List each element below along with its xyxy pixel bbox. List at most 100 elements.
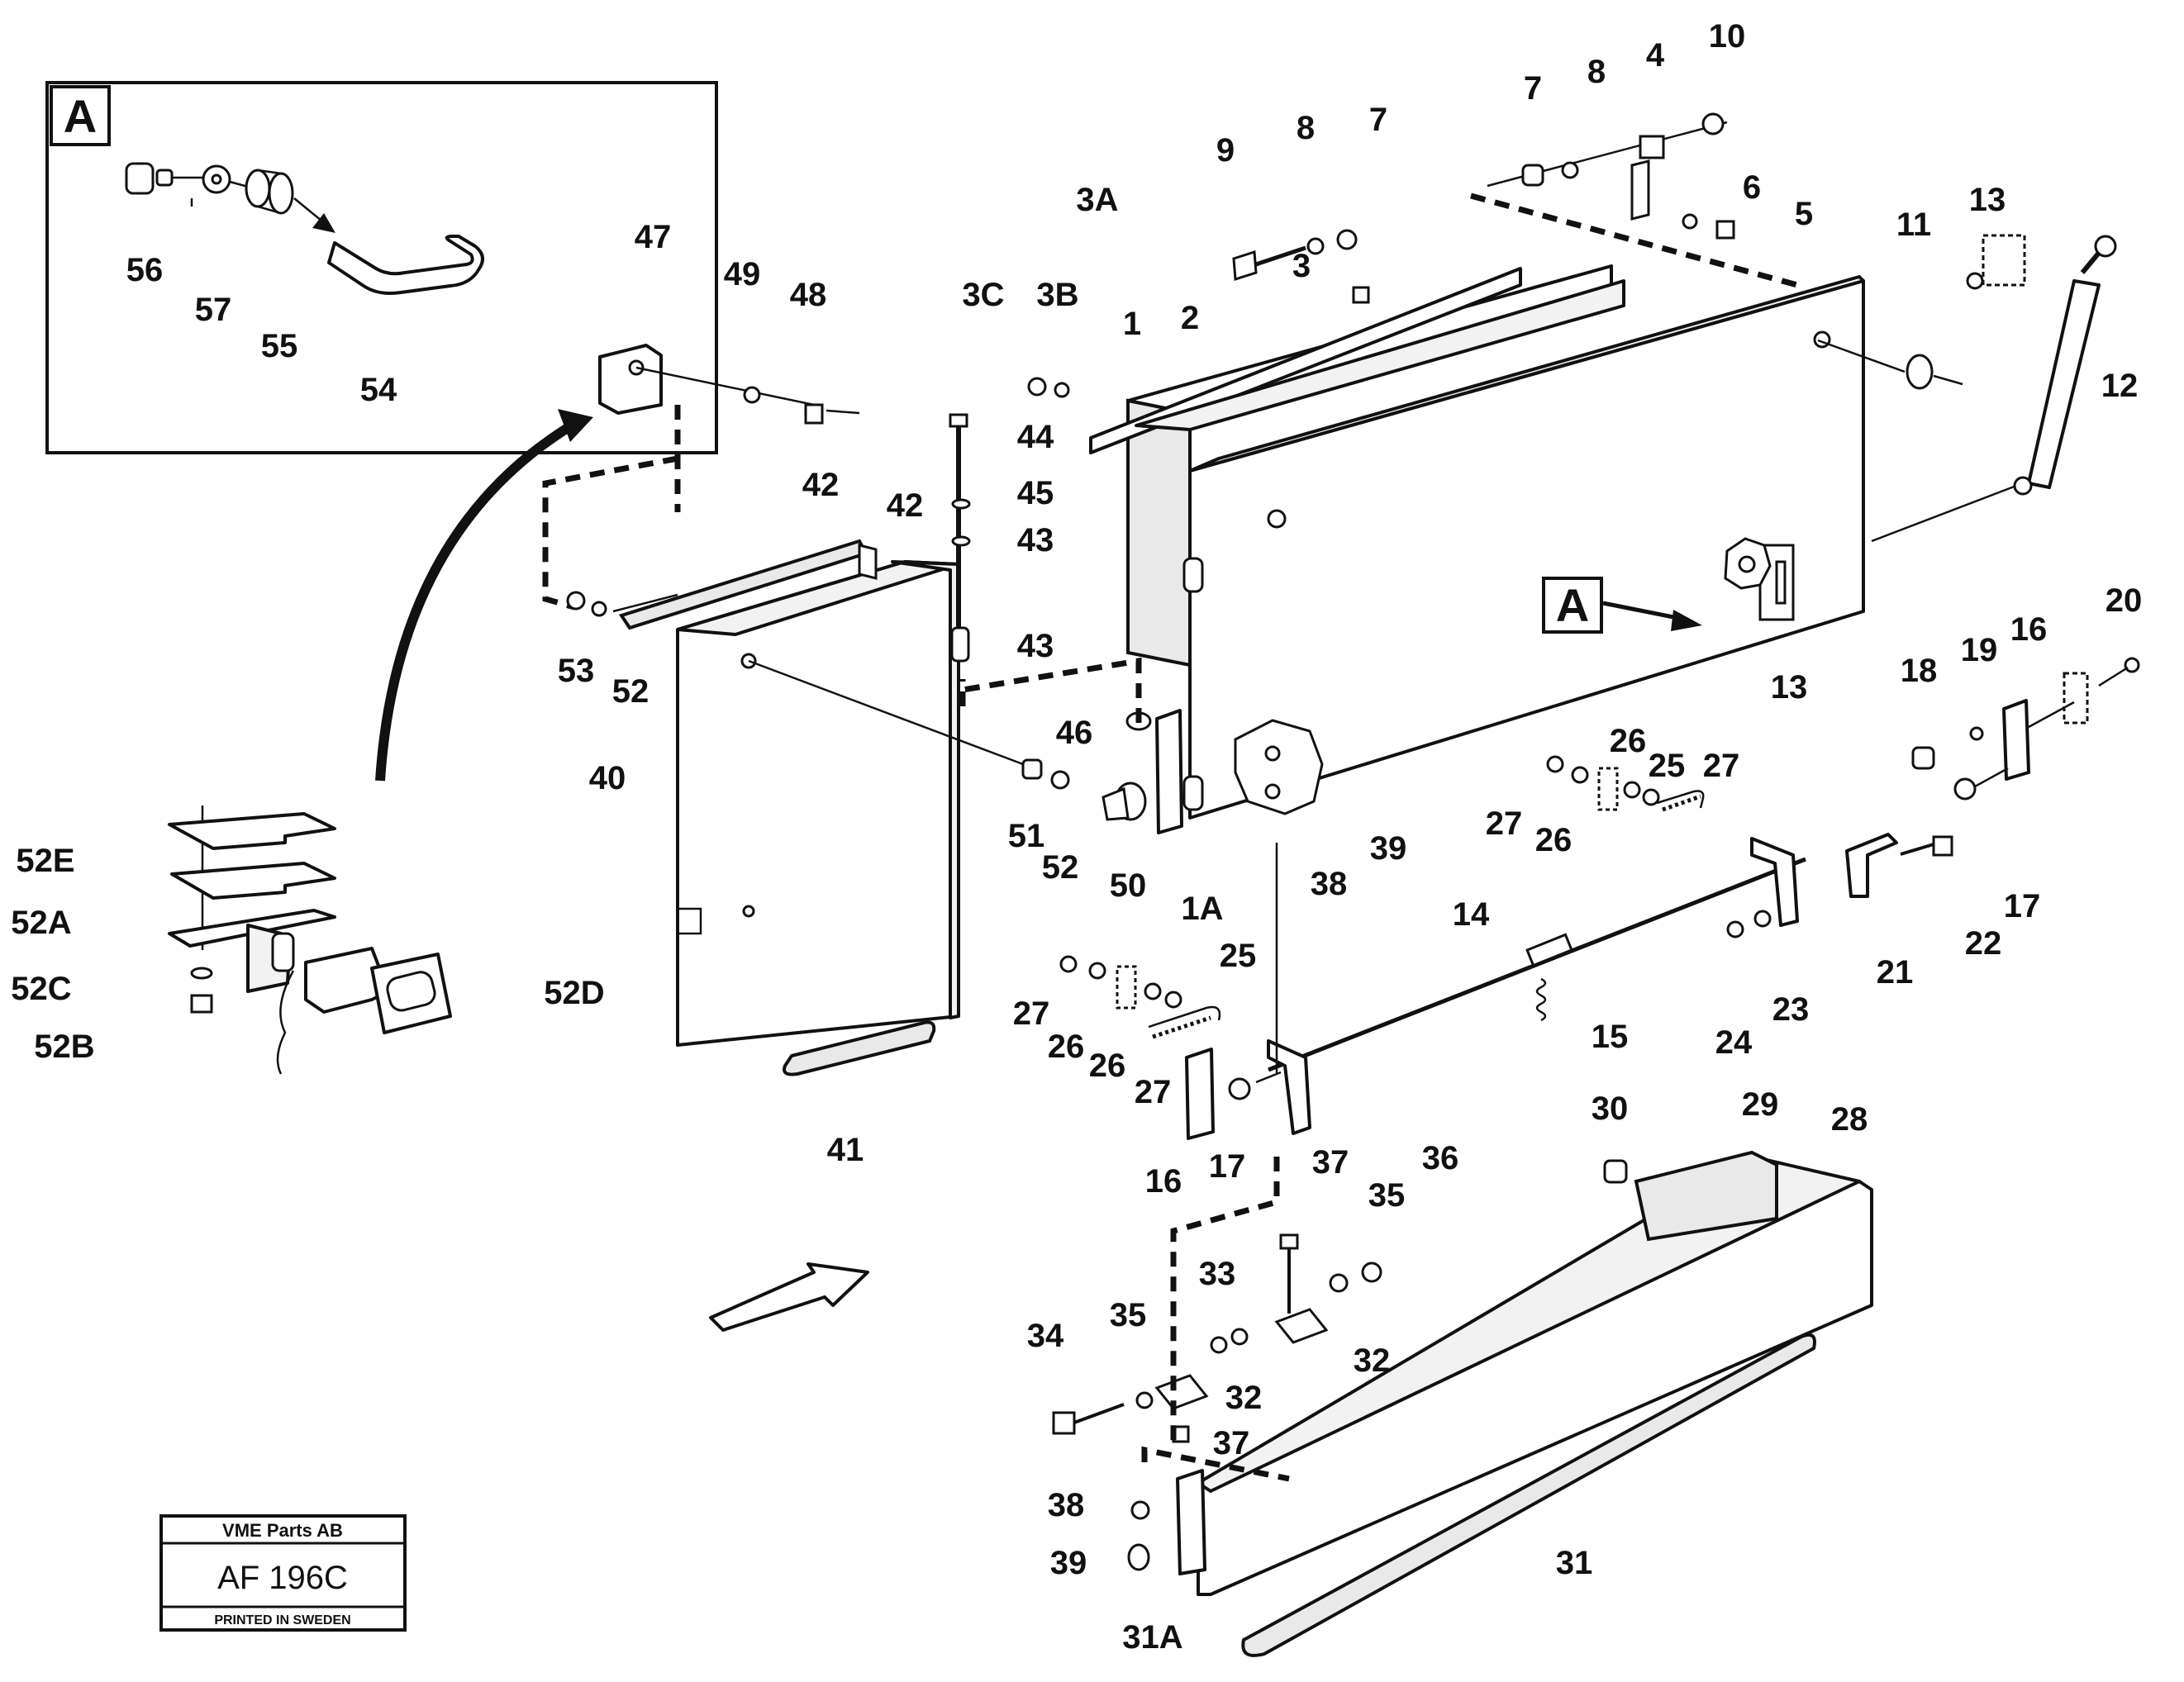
part-label: 16 <box>2010 611 2048 648</box>
part-label: 25 <box>1220 938 1257 974</box>
part-label: 36 <box>1422 1140 1459 1176</box>
part-label: 15 <box>1592 1019 1629 1055</box>
part-label: 27 <box>1013 995 1050 1032</box>
part-label: 39 <box>1370 830 1407 867</box>
part-label: 26 <box>1535 822 1573 858</box>
part-label: 57 <box>195 292 232 328</box>
part-label: 42 <box>887 487 924 524</box>
part-label: 42 <box>802 467 840 503</box>
part-label: 13 <box>1771 669 1808 706</box>
part-label: 51 <box>1008 818 1045 854</box>
part-label: 35 <box>1110 1297 1147 1333</box>
part-label: 37 <box>1312 1144 1349 1181</box>
part-label: 40 <box>589 760 626 796</box>
part-label: 26 <box>1048 1029 1085 1065</box>
stamp-code: AF 196C <box>217 1560 348 1596</box>
part-label: 52 <box>1042 849 1079 886</box>
plate-detail-52 <box>168 805 452 1075</box>
part-label: 43 <box>1017 522 1054 558</box>
part-label: 49 <box>724 256 761 292</box>
left-panel <box>618 539 960 1047</box>
part-label: 52A <box>11 905 71 941</box>
part-label: 21 <box>1877 954 1914 991</box>
part-label: 50 <box>1110 867 1147 904</box>
part-label: 31 <box>1556 1545 1593 1581</box>
part-label: 10 <box>1709 18 1746 55</box>
part-label: 4 <box>1646 37 1665 74</box>
part-label: 8 <box>1587 54 1606 90</box>
lock-rod-assembly <box>1267 833 1953 1135</box>
part-label: 8 <box>1297 110 1315 146</box>
part-label: 25 <box>1649 748 1686 784</box>
part-label: 7 <box>1524 70 1542 107</box>
part-label: 19 <box>1961 632 1998 668</box>
part-label: 45 <box>1017 475 1054 511</box>
part-label: 26 <box>1610 723 1647 759</box>
part-label: 24 <box>1715 1024 1753 1061</box>
part-label: 32 <box>1225 1380 1263 1416</box>
part-label: 17 <box>2004 888 2041 924</box>
part-label: 3 <box>1292 248 1311 284</box>
part-label: 52 <box>612 673 649 710</box>
direction-arrow <box>709 1262 869 1332</box>
detail-a-inset: A <box>45 81 718 454</box>
part-label: 41 <box>827 1132 864 1168</box>
part-label: 20 <box>2105 582 2143 619</box>
part-label: 54 <box>360 372 397 408</box>
part-label: 38 <box>1311 866 1348 902</box>
part-label: 44 <box>1017 419 1054 455</box>
part-label: 52D <box>544 975 604 1011</box>
strip-41 <box>783 1020 936 1076</box>
part-label: 11 <box>1896 207 1931 243</box>
main-panel <box>1089 264 1865 820</box>
part-label: 35 <box>1368 1177 1406 1214</box>
stamp-printed: PRINTED IN SWEDEN <box>214 1613 350 1627</box>
hinge-1a <box>1155 709 1183 834</box>
bottom-panel <box>1127 1150 1873 1657</box>
callout-a: A <box>1542 577 1702 634</box>
part-label: 12 <box>2101 368 2139 404</box>
callout-a-letter: A <box>1556 579 1589 631</box>
part-label: 32 <box>1354 1342 1391 1379</box>
part-label: 18 <box>1901 653 1938 689</box>
part-label: 52E <box>16 843 74 879</box>
part-label: 17 <box>1209 1148 1246 1185</box>
part-label: 55 <box>261 328 298 364</box>
part-label: 52C <box>11 971 71 1007</box>
part-label: 9 <box>1216 132 1235 169</box>
part-label: 3B <box>1036 277 1078 313</box>
part-label: 3A <box>1076 182 1118 218</box>
part-label: 43 <box>1017 628 1054 664</box>
gas-spring <box>1871 234 2117 543</box>
hinge-pin-assembly <box>949 413 971 663</box>
part-label: 22 <box>1965 925 2002 962</box>
part-label: 2 <box>1181 300 1199 336</box>
part-label: 46 <box>1056 715 1093 751</box>
bracket-47 <box>598 344 663 415</box>
part-label: 1A <box>1181 891 1223 927</box>
part-label: 16 <box>1145 1163 1182 1200</box>
part-label: 37 <box>1213 1425 1250 1461</box>
part-label: 33 <box>1199 1256 1236 1292</box>
part-label: 56 <box>126 252 164 288</box>
part-label: 34 <box>1027 1318 1064 1354</box>
part-label: 26 <box>1089 1048 1126 1084</box>
part-label: 27 <box>1703 748 1740 784</box>
part-label: 1 <box>1123 306 1141 342</box>
part-label: 53 <box>558 653 595 689</box>
part-label: 3C <box>962 277 1004 313</box>
part-label: 14 <box>1453 896 1490 933</box>
stamp-company: VME Parts AB <box>222 1520 343 1541</box>
part-label: 29 <box>1742 1086 1779 1123</box>
part-label: 5 <box>1795 196 1813 232</box>
part-label: 48 <box>790 277 827 313</box>
part-label: 31A <box>1122 1619 1182 1656</box>
top-hardware <box>1027 112 1798 398</box>
part-label: 13 <box>1969 182 2006 218</box>
part-label: 52B <box>34 1029 94 1065</box>
part-label: 6 <box>1743 169 1761 206</box>
part-label: 30 <box>1592 1090 1629 1127</box>
part-label: 47 <box>635 219 672 255</box>
